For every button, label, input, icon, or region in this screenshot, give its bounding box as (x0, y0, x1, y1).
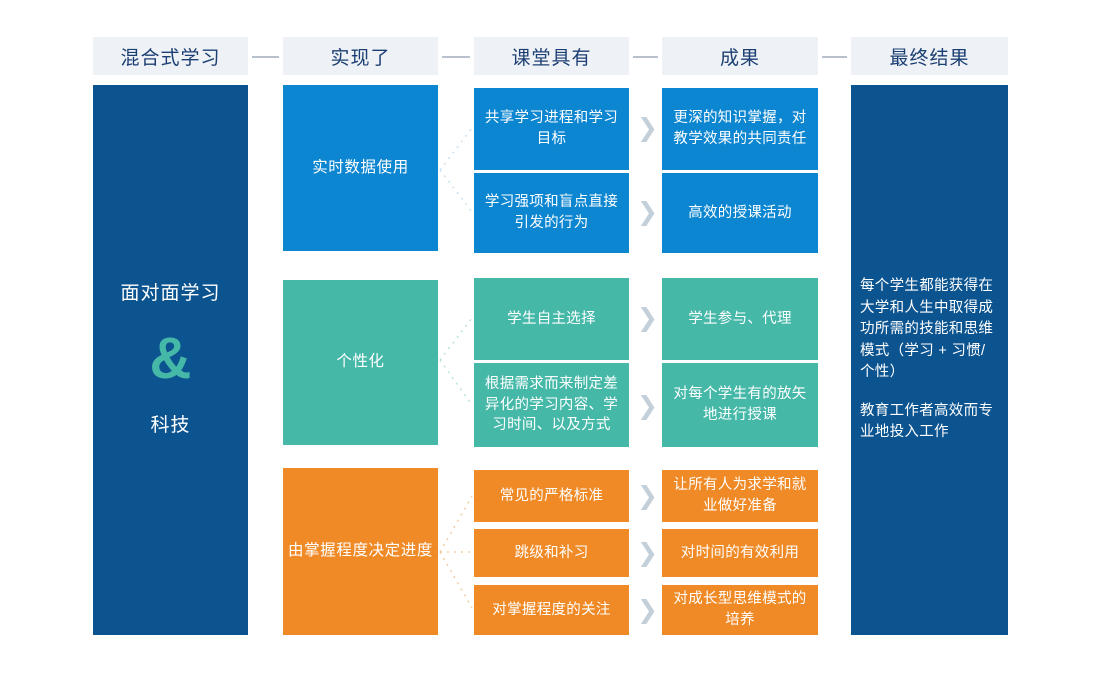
chevron-icon-2-2: ❯ (637, 596, 658, 624)
outcome-box-1-0[interactable]: 学生参与、代理 (662, 278, 818, 360)
left-summary-panel: 面对面学习 & 科技 (93, 85, 248, 635)
chevron-icon-2-1: ❯ (637, 539, 658, 567)
classroom-box-1-0[interactable]: 学生自主选择 (474, 278, 629, 360)
classroom-box-0-1[interactable]: 学习强项和盲点直接引发的行为 (474, 173, 629, 253)
header-column-3: 成果 (662, 37, 818, 75)
chevron-icon-1-0: ❯ (637, 304, 658, 332)
header-column-0: 混合式学习 (93, 37, 248, 75)
classroom-box-2-1[interactable]: 跳级和补习 (474, 529, 629, 577)
outcome-box-2-2[interactable]: 对成长型思维模式的培养 (662, 585, 818, 635)
final-result-panel: 每个学生都能获得在大学和人生中取得成功所需的技能和思维模式（学习 + 习惯/个性… (851, 85, 1008, 635)
category-block-1[interactable]: 个性化 (283, 280, 438, 445)
ampersand-symbol: & (149, 326, 192, 391)
final-result-paragraph-2: 教育工作者高效而专业地投入工作 (860, 402, 994, 441)
classroom-box-2-2[interactable]: 对掌握程度的关注 (474, 585, 629, 635)
outcome-box-2-1[interactable]: 对时间的有效利用 (662, 529, 818, 577)
final-result-paragraph-1: 每个学生都能获得在大学和人生中取得成功所需的技能和思维模式（学习 + 习惯/个性… (860, 278, 994, 381)
left-panel-line2: 科技 (150, 415, 191, 436)
outcome-box-1-1[interactable]: 对每个学生有的放矢地进行授课 (662, 363, 818, 447)
outcome-box-0-0[interactable]: 更深的知识掌握，对教学效果的共同责任 (662, 88, 818, 170)
chevron-icon-1-1: ❯ (637, 392, 658, 420)
classroom-box-0-0[interactable]: 共享学习进程和学习目标 (474, 88, 629, 170)
header-connector-1 (442, 56, 470, 58)
header-connector-3 (822, 56, 847, 58)
category-block-0[interactable]: 实时数据使用 (283, 85, 438, 251)
chevron-icon-0-0: ❯ (637, 114, 658, 142)
outcome-box-2-0[interactable]: 让所有人为求学和就业做好准备 (662, 470, 818, 522)
classroom-box-1-1[interactable]: 根据需求而来制定差异化的学习内容、学习时间、以及方式 (474, 363, 629, 447)
left-panel-line1: 面对面学习 (120, 282, 221, 304)
header-connector-2 (633, 56, 658, 58)
category-block-2[interactable]: 由掌握程度决定进度 (283, 468, 438, 635)
chevron-icon-2-0: ❯ (637, 482, 658, 510)
classroom-box-2-0[interactable]: 常见的严格标准 (474, 470, 629, 522)
header-column-2: 课堂具有 (474, 37, 629, 75)
header-connector-0 (252, 56, 279, 58)
header-column-1: 实现了 (283, 37, 438, 75)
header-column-4: 最终结果 (851, 37, 1008, 75)
outcome-box-0-1[interactable]: 高效的授课活动 (662, 173, 818, 253)
chevron-icon-0-1: ❯ (637, 198, 658, 226)
